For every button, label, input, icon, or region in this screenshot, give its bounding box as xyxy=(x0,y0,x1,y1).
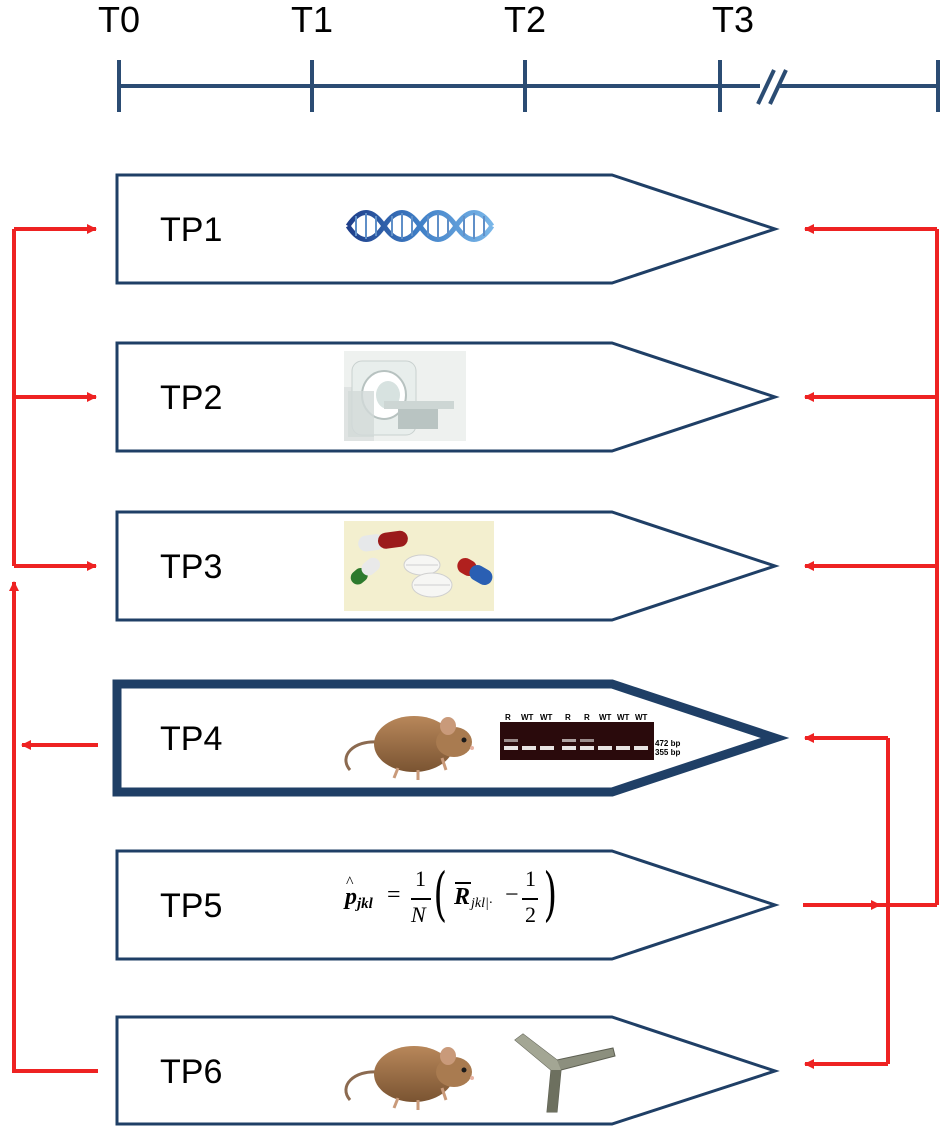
gel-band-label-472: 472 bp xyxy=(655,739,681,748)
timeline-break-mark-2 xyxy=(768,69,788,105)
gel-lane-label: WT xyxy=(635,713,648,722)
formula-hat: ^ xyxy=(346,874,354,891)
mouse-icon-tp6 xyxy=(344,1046,474,1110)
timeline-label-t0: T0 xyxy=(97,0,141,40)
formula-frac1-numerator: 1 xyxy=(415,866,426,891)
stage-label-tp3: TP3 xyxy=(160,548,223,586)
stage-label-tp1: TP1 xyxy=(160,211,223,249)
formula-frac2-denominator: 2 xyxy=(525,902,536,927)
formula-p: p xyxy=(345,884,357,910)
stage-label-tp2: TP2 xyxy=(160,379,223,417)
formula-frac1-denominator: N xyxy=(411,902,426,927)
formula-equals: = xyxy=(387,882,401,908)
mouse-icon-tp4 xyxy=(344,716,474,780)
stage-shapes xyxy=(112,173,790,1126)
pills-icon xyxy=(344,521,494,611)
formula: p ^ jkl = 1 N ( R jkl|· − 1 2 ) xyxy=(345,860,565,940)
stage-shape-tp5 xyxy=(115,849,780,961)
formula-close-paren: ) xyxy=(543,860,558,928)
formula-frac2-bar xyxy=(522,898,538,900)
formula-minus: − xyxy=(505,882,519,908)
gel-lane-label: WT xyxy=(599,713,612,722)
y-maze-icon xyxy=(514,1033,616,1113)
formula-p-subscript: jkl xyxy=(357,896,373,912)
timeline xyxy=(117,60,940,112)
stage-label-tp5: TP5 xyxy=(160,887,223,925)
gel-electrophoresis-icon xyxy=(500,722,654,760)
gel-lane-label: WT xyxy=(617,713,630,722)
formula-frac2-numerator: 1 xyxy=(525,866,536,891)
gel-lane-label: R xyxy=(584,713,590,722)
stage-shape-tp1 xyxy=(115,173,780,285)
timeline-label-t1: T1 xyxy=(290,0,334,40)
left-arrows xyxy=(9,224,98,1073)
gel-band-label-355: 355 bp xyxy=(655,748,681,757)
formula-r-subscript: jkl|· xyxy=(471,896,493,911)
formula-frac1-bar xyxy=(411,898,431,900)
stage-label-tp4: TP4 xyxy=(160,720,223,758)
timeline-break-mark-1 xyxy=(756,69,776,105)
mri-scanner-icon xyxy=(344,351,466,441)
timeline-label-t2: T2 xyxy=(503,0,547,40)
formula-r-overbar xyxy=(455,882,471,884)
gel-lane-label: WT xyxy=(540,713,553,722)
gel-lane-label: R xyxy=(505,713,511,722)
right-arrows xyxy=(803,224,939,1069)
stage-label-tp6: TP6 xyxy=(160,1053,223,1091)
gel-lane-label: WT xyxy=(521,713,534,722)
dna-helix-icon xyxy=(345,210,495,242)
arrow-from-tp6 xyxy=(9,581,98,1073)
gel-lane-label: R xyxy=(565,713,571,722)
formula-r: R xyxy=(454,884,471,910)
formula-open-paren: ( xyxy=(433,860,448,928)
timeline-label-t3: T3 xyxy=(711,0,755,40)
